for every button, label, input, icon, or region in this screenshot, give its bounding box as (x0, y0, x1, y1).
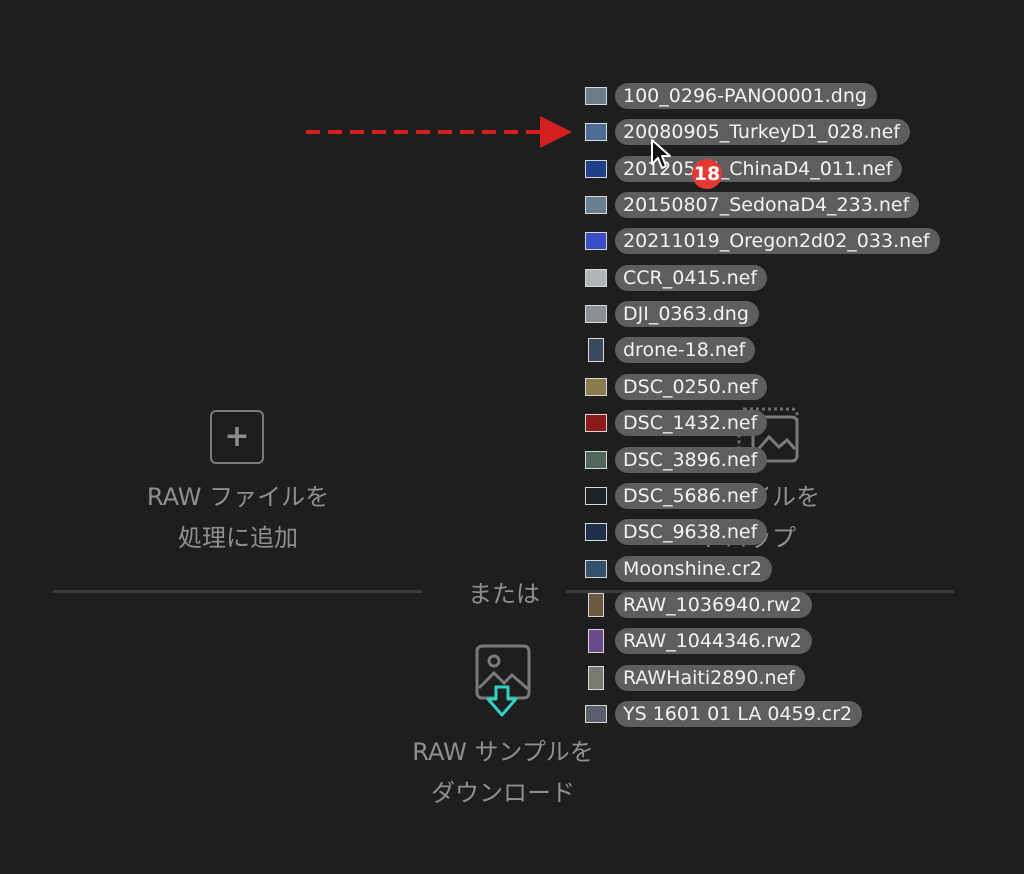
drag-arrow-icon (306, 116, 572, 148)
file-thumbnail-icon (585, 414, 607, 432)
file-thumbnail-icon (585, 232, 607, 250)
file-thumbnail-icon (585, 705, 607, 723)
file-thumbnail-icon (588, 338, 604, 362)
dragged-file-item[interactable]: DJI_0363.dng (585, 301, 759, 327)
dragged-file-item[interactable]: 20080905_TurkeyD1_028.nef (585, 119, 910, 145)
drag-count-badge: 18 (692, 159, 722, 189)
dragged-file-item[interactable]: RAWHaiti2890.nef (585, 665, 805, 691)
dragged-file-item[interactable]: 20211019_Oregon2d02_033.nef (585, 228, 940, 254)
dragged-file-item[interactable]: YS 1601 01 LA 0459.cr2 (585, 701, 863, 727)
file-thumbnail-icon (585, 487, 607, 505)
file-thumbnail-icon (588, 666, 604, 690)
file-name: YS 1601 01 LA 0459.cr2 (615, 701, 863, 727)
image-download-icon[interactable] (474, 643, 534, 723)
file-thumbnail-icon (585, 560, 607, 578)
file-name: RAW_1036940.rw2 (615, 592, 812, 618)
file-name: DSC_5686.nef (615, 483, 768, 509)
dragged-file-item[interactable]: Moonshine.cr2 (585, 556, 773, 582)
add-files-button[interactable]: + (210, 410, 264, 464)
file-thumbnail-icon (585, 123, 607, 141)
file-thumbnail-icon (588, 629, 604, 653)
divider-right (566, 590, 954, 593)
file-thumbnail-icon (585, 523, 607, 541)
file-name: RAW_1044346.rw2 (615, 628, 812, 654)
download-samples-link[interactable]: RAW サンプルを ダウンロード (353, 732, 653, 814)
file-thumbnail-icon (585, 269, 607, 287)
file-thumbnail-icon (585, 87, 607, 105)
file-name: Moonshine.cr2 (615, 556, 773, 582)
add-files-caption-line2: 処理に追加 (178, 524, 298, 552)
divider-left (53, 590, 422, 593)
file-name: 20211019_Oregon2d02_033.nef (615, 228, 940, 254)
file-thumbnail-icon (585, 378, 607, 396)
file-name: 20120515_ChinaD4_011.nef (615, 156, 903, 182)
dragged-file-item[interactable]: DSC_1432.nef (585, 410, 768, 436)
file-name: DSC_3896.nef (615, 447, 768, 473)
file-name: CCR_0415.nef (615, 265, 768, 291)
dragged-file-item[interactable]: 100_0296-PANO0001.dng (585, 83, 877, 109)
or-label: または (468, 580, 540, 608)
file-thumbnail-icon (585, 196, 607, 214)
download-caption-line2: ダウンロード (431, 779, 575, 807)
download-caption-line1: RAW サンプルを (412, 738, 594, 766)
plus-icon: + (224, 419, 250, 454)
file-thumbnail-icon (585, 160, 607, 178)
file-name: drone-18.nef (615, 337, 756, 363)
file-name: DJI_0363.dng (615, 301, 759, 327)
file-name: RAWHaiti2890.nef (615, 665, 805, 691)
file-thumbnail-icon (588, 593, 604, 617)
dragged-file-item[interactable]: 20120515_ChinaD4_011.nef (585, 156, 903, 182)
dragged-file-item[interactable]: CCR_0415.nef (585, 265, 768, 291)
dragged-file-item[interactable]: DSC_9638.nef (585, 519, 768, 545)
dragged-file-item[interactable]: DSC_3896.nef (585, 447, 768, 473)
add-files-caption[interactable]: RAW ファイルを 処理に追加 (88, 477, 388, 559)
dragged-file-item[interactable]: 20150807_SedonaD4_233.nef (585, 192, 920, 218)
dragged-file-item[interactable]: RAW_1044346.rw2 (585, 628, 812, 654)
dragged-file-item[interactable]: DSC_5686.nef (585, 483, 768, 509)
file-name: DSC_9638.nef (615, 519, 768, 545)
dragged-file-item[interactable]: DSC_0250.nef (585, 374, 768, 400)
add-files-caption-line1: RAW ファイルを (146, 483, 330, 511)
cursor-icon (651, 139, 671, 169)
file-name: 20080905_TurkeyD1_028.nef (615, 119, 910, 145)
file-name: DSC_1432.nef (615, 410, 768, 436)
dragged-file-item[interactable]: drone-18.nef (585, 337, 756, 363)
file-name: 20150807_SedonaD4_233.nef (615, 192, 920, 218)
file-thumbnail-icon (585, 305, 607, 323)
file-name: 100_0296-PANO0001.dng (615, 83, 877, 109)
file-name: DSC_0250.nef (615, 374, 768, 400)
dragged-file-item[interactable]: RAW_1036940.rw2 (585, 592, 812, 618)
file-thumbnail-icon (585, 451, 607, 469)
